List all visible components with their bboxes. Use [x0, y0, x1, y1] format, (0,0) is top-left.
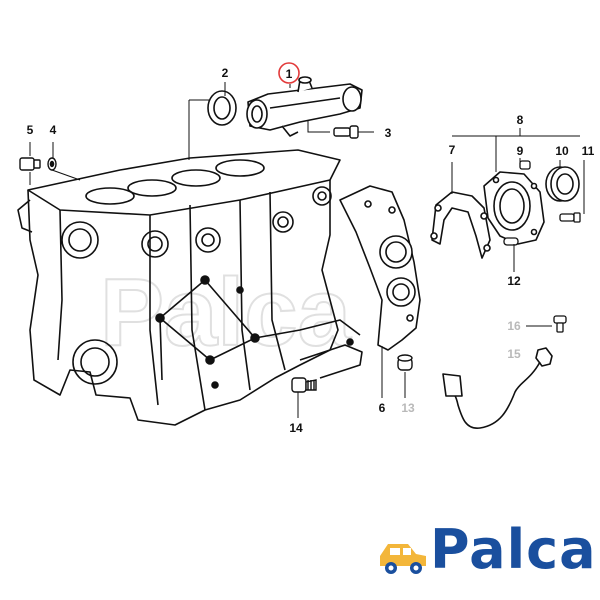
callout-3[interactable]: 3 — [385, 126, 392, 140]
part-4-washer — [47, 157, 57, 171]
palca-logo: Palca — [376, 518, 596, 586]
part-7-gasket — [430, 191, 491, 259]
callout-7[interactable]: 7 — [449, 143, 456, 157]
part-11-screw — [559, 212, 581, 223]
callout-labels: 1 2 3 4 5 6 7 8 9 10 11 12 13 14 15 16 — [27, 62, 595, 435]
leader-lines — [29, 82, 585, 418]
watermark-text: Palca — [100, 259, 351, 366]
part-2-o-ring — [207, 90, 237, 126]
callout-15[interactable]: 15 — [507, 347, 521, 361]
part-10-shaft-seal — [545, 166, 580, 202]
part-5-plug — [19, 157, 41, 171]
part-14-drain-bolt — [291, 377, 317, 393]
callout-10[interactable]: 10 — [555, 144, 569, 158]
leader-3b — [307, 120, 330, 133]
part-15-knock-sensor — [442, 347, 553, 429]
engine-block — [17, 149, 363, 426]
callout-8[interactable]: 8 — [517, 113, 524, 127]
callout-5[interactable]: 5 — [27, 123, 34, 137]
callout-6[interactable]: 6 — [379, 401, 386, 415]
car-icon — [380, 544, 426, 574]
watermark: Palca — [99, 258, 352, 367]
part-16-bolt — [553, 315, 567, 333]
callout-11[interactable]: 11 — [582, 144, 595, 158]
part-6-timing-cover — [339, 185, 421, 351]
highlight-ring — [278, 62, 300, 84]
callout-16[interactable]: 16 — [507, 319, 521, 333]
part-13-dowel — [397, 354, 413, 371]
callout-14[interactable]: 14 — [289, 421, 303, 435]
part-8-seal-carrier — [483, 171, 545, 245]
callout-13[interactable]: 13 — [401, 401, 415, 415]
leader-4b — [51, 169, 81, 181]
part-12-dowel-pin — [503, 237, 519, 246]
part-9-screw — [519, 160, 531, 170]
callout-4[interactable]: 4 — [50, 123, 57, 137]
logo-wordmark: Palca — [430, 518, 597, 581]
callout-12[interactable]: 12 — [507, 274, 521, 288]
callout-1[interactable]: 1 — [286, 67, 293, 81]
part-3-bolt — [333, 125, 359, 139]
callout-2[interactable]: 2 — [222, 66, 229, 80]
callout-9[interactable]: 9 — [517, 144, 524, 158]
part-1-coolant-pipe — [246, 76, 363, 137]
